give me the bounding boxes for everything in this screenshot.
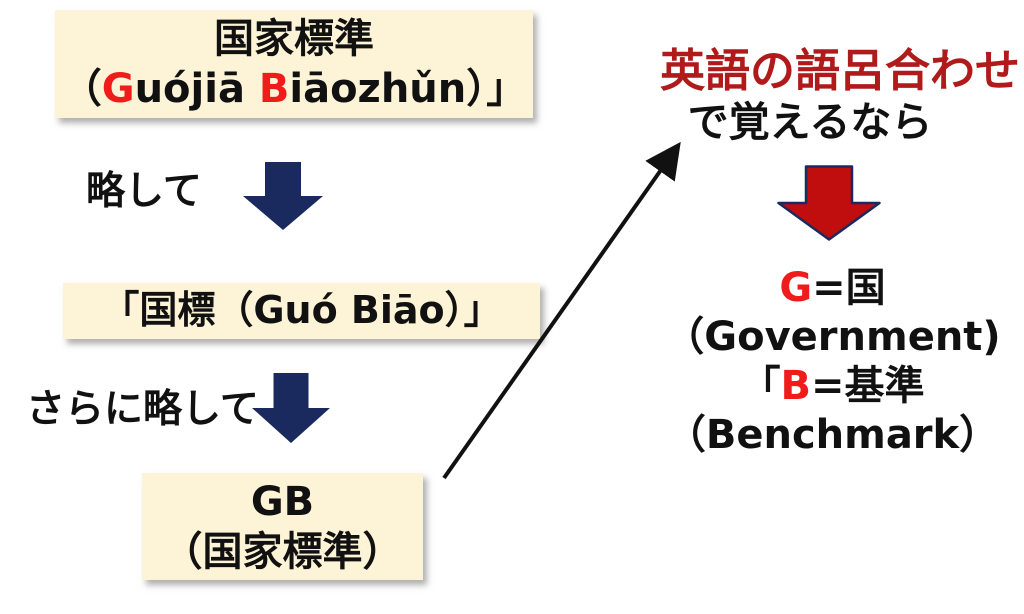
red-down-arrow-icon bbox=[777, 165, 881, 241]
mnemonic-text-block: G=国 （Government) 「B=基準 （Benchmark） bbox=[660, 264, 1005, 460]
mnemonic-heading-red: 英語の語呂合わせ bbox=[659, 44, 1020, 97]
final-abbreviation-meaning: （国家標準） bbox=[162, 528, 403, 575]
abbreviation-text: 「国標（Guó Biāo）」 bbox=[101, 288, 502, 333]
down-arrow-icon bbox=[252, 373, 330, 443]
final-abbreviation-box: GB （国家標準） bbox=[142, 473, 423, 580]
red-letter-g: G bbox=[779, 265, 813, 311]
source-term-box: 国家標準 （Guójiā Biāozhǔn）」 bbox=[55, 10, 533, 118]
source-term-japanese: 国家標準 bbox=[214, 16, 374, 62]
mnemonic-line-b: 「B=基準 bbox=[740, 363, 925, 409]
red-letter-g: G bbox=[101, 66, 135, 112]
mnemonic-line-benchmark: （Benchmark） bbox=[665, 412, 1000, 458]
mnemonic-line-government: （Government) bbox=[664, 314, 1001, 360]
mnemonic-line-g: G=国 bbox=[779, 265, 886, 311]
mnemonic-heading-black: で覚えるなら bbox=[687, 98, 933, 146]
abbreviation-box: 「国標（Guó Biāo）」 bbox=[63, 283, 540, 339]
step1-label: 略して bbox=[86, 169, 202, 214]
red-letter-b: B bbox=[258, 66, 290, 112]
source-term-pinyin: （Guójiā Biāozhǔn）」 bbox=[61, 66, 527, 112]
red-letter-b: B bbox=[780, 363, 811, 409]
down-arrow-icon bbox=[243, 162, 323, 230]
step2-label: さらに略して bbox=[26, 387, 259, 432]
final-abbreviation: GB bbox=[250, 478, 315, 525]
